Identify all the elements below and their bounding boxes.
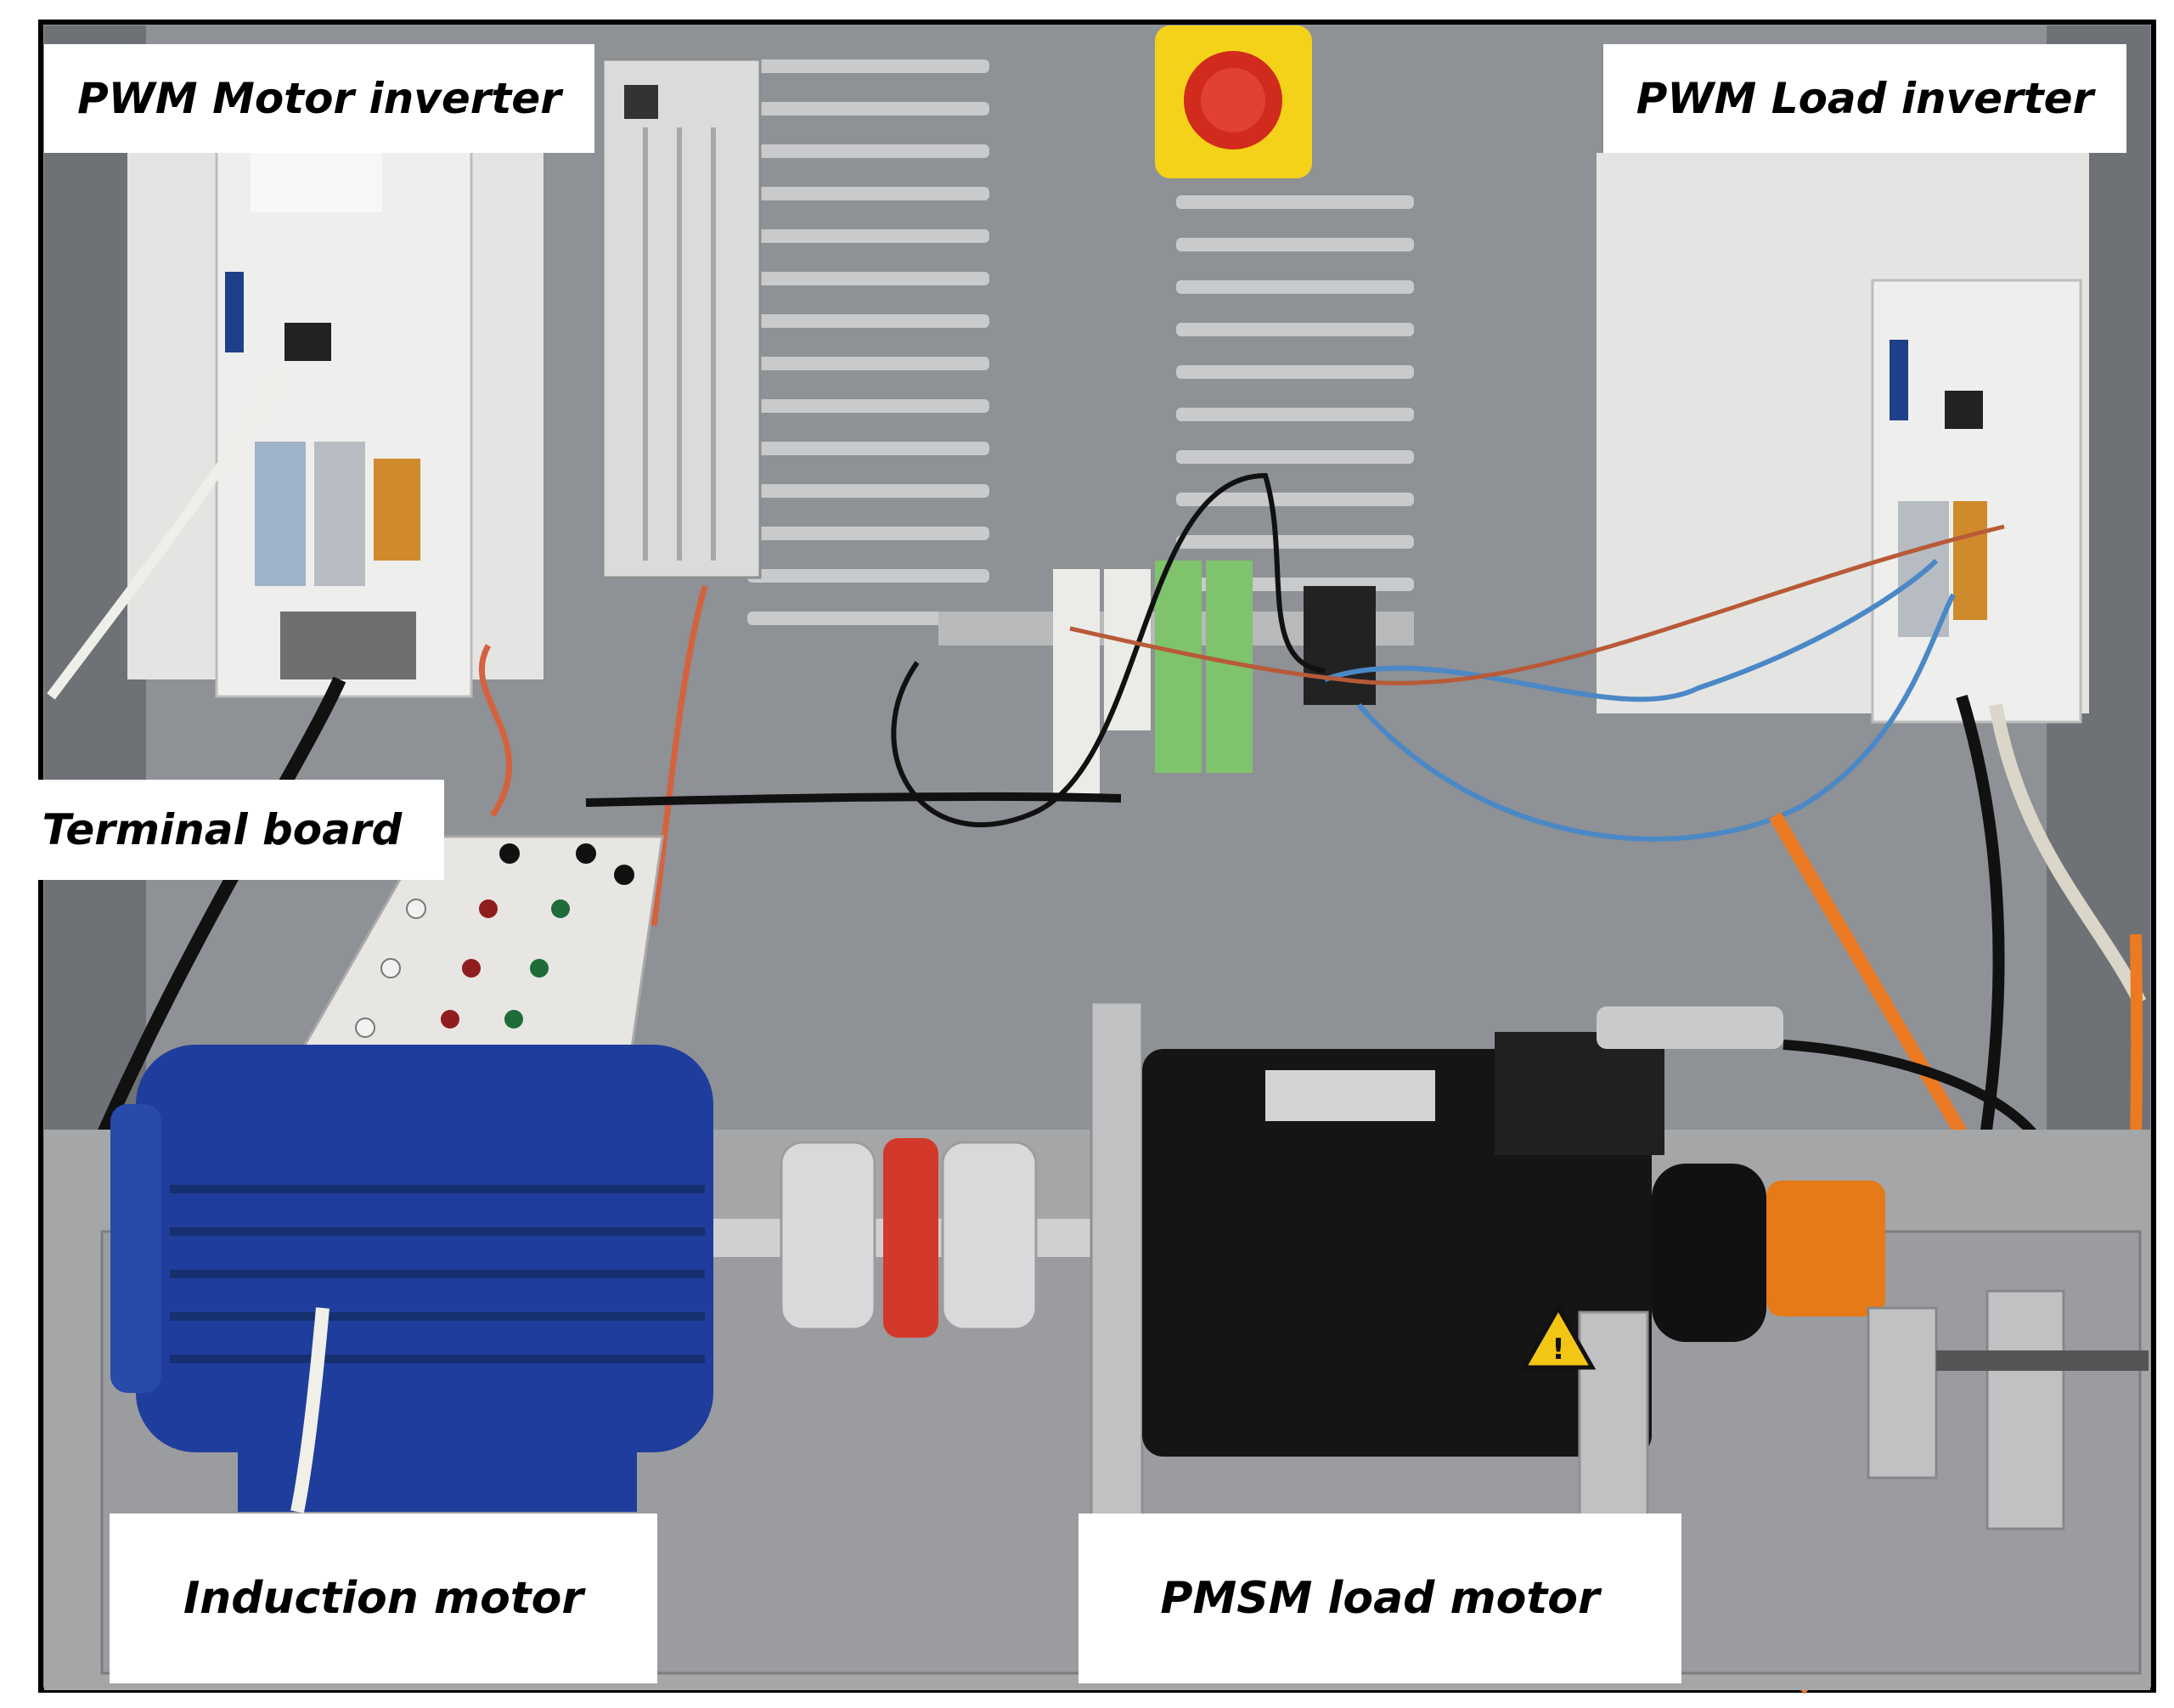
svg-text:!: ! [1552, 1333, 1565, 1367]
label-pmsm-load-motor: PMSM load motor [1079, 1514, 1681, 1683]
label-pwm-load-inverter: PWM Load inverter [1603, 44, 2126, 153]
pmsm-load-motor: ! [1090, 1001, 1885, 1530]
warning-triangle-icon: ! [1520, 1303, 1597, 1370]
induction-motor [110, 1045, 713, 1514]
label-terminal-board: Terminal board [0, 780, 444, 880]
shaft-coupling [713, 1138, 1104, 1338]
label-induction-motor: Induction motor [110, 1514, 657, 1683]
load-brackets [1867, 1289, 2149, 1530]
brake-resistor [601, 58, 762, 579]
motor-inverter [127, 143, 544, 698]
ventilation-slots-left [747, 59, 989, 625]
load-inverter [1597, 153, 2089, 724]
emergency-stop-icon [1155, 25, 1312, 178]
din-rail-modules [938, 561, 1414, 798]
label-pwm-motor-inverter: PWM Motor inverter [44, 44, 594, 153]
